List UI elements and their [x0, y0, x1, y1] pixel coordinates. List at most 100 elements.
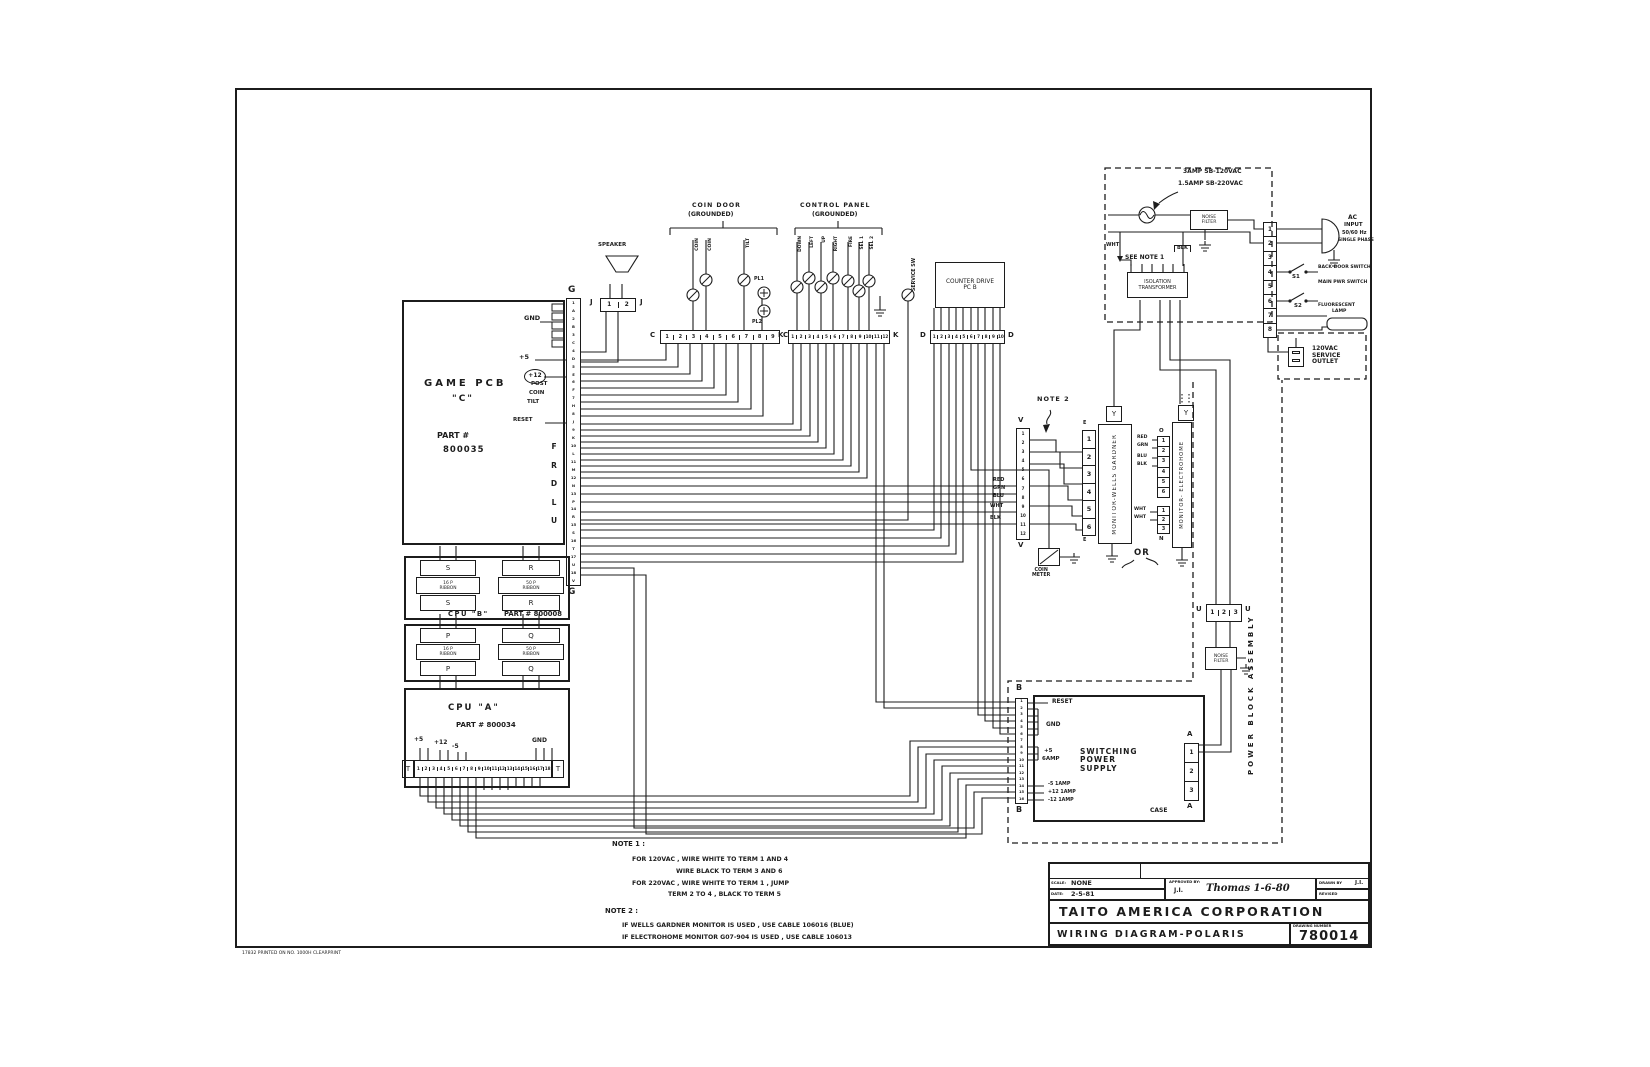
or-label: OR — [1134, 548, 1150, 558]
connector-a-label-top: A — [1187, 730, 1193, 738]
connector-g-pin: D — [571, 355, 576, 361]
coin-meter-line2: METER — [1032, 573, 1051, 579]
psu-p5-amp-label: 6AMP — [1042, 756, 1060, 762]
ribbon-p-bottom: P — [420, 661, 476, 676]
cpu-a-m5: -5 — [452, 743, 459, 750]
connector-g-pin: F — [572, 387, 575, 393]
connector-d-pin: 1 — [932, 333, 936, 339]
connector-g-pin: S — [572, 530, 575, 536]
terminal-pin: 3 — [1264, 250, 1276, 265]
connector-c-pin: 9 — [765, 334, 779, 340]
company-cell: TAITO AMERICA CORPORATION — [1048, 900, 1370, 923]
game-pcb-tilt-label: TILT — [527, 399, 540, 405]
connector-t-pin: 1 — [416, 765, 420, 771]
game-pcb-part-label: PART # — [437, 431, 470, 440]
connector-c-pin: 6 — [726, 334, 739, 340]
main-pwr-switch-label: MAIN PWR SWITCH — [1318, 280, 1368, 285]
note1-line: FOR 120VAC , WIRE WHITE TO TERM 1 AND 4 — [632, 856, 789, 863]
date-cell: DATE: 2-5-81 — [1048, 889, 1165, 900]
connector-v-pin: 10 — [1020, 512, 1026, 518]
ac-label-1: AC — [1348, 214, 1358, 221]
speaker-label: SPEAKER — [598, 242, 627, 248]
connector-u-label-left: U — [1196, 605, 1202, 613]
outlet-slot-1 — [1292, 351, 1300, 354]
signal-letter: R — [551, 460, 557, 470]
cpu-a-part: PART # 800034 — [456, 721, 516, 729]
button-label-right: RIGHT — [834, 236, 839, 252]
outlet-line3: OUTLET — [1312, 358, 1339, 366]
connector-n-pin: 1 — [1161, 507, 1166, 514]
connector-t-pin: 7 — [459, 766, 468, 772]
drawn-label: DRAWN BY — [1319, 880, 1342, 885]
connector-t-pin: 12 — [497, 765, 505, 772]
game-pcb-reset-label: RESET — [513, 417, 533, 423]
connector-v-pin: 8 — [1021, 494, 1025, 500]
button-label-down: DOWN — [798, 236, 803, 252]
ribbon-q-bottom: Q — [502, 661, 560, 676]
connector-b-pin: 15 — [1018, 790, 1024, 795]
connector-d-pin: 10 — [996, 333, 1004, 340]
game-pcb-part-number: 800035 — [443, 445, 485, 455]
date-value: 2-5-81 — [1071, 890, 1095, 898]
connector-g-pin: T — [572, 546, 575, 552]
connector-e-label-bottom: E — [1083, 537, 1087, 543]
connector-o-pin: 1 — [1161, 438, 1166, 445]
connector-b-pin: 2 — [1020, 705, 1023, 710]
ac-label-2: INPUT — [1344, 222, 1363, 228]
signal-letter: U — [550, 516, 558, 525]
terminal-pin: 8 — [1264, 322, 1276, 337]
connector-g-pin: 8 — [572, 411, 575, 417]
counter-drive-box: COUNTER DRIVE PC B — [935, 262, 1005, 308]
psu-title-line3: SUPPLY — [1080, 763, 1118, 773]
noise-filter2-box: NOISE FILTER — [1205, 647, 1237, 670]
connector-o-pin: 5 — [1158, 476, 1169, 487]
wire-label-blk: BLK — [990, 515, 1001, 521]
connector-k-pin: 4 — [813, 334, 821, 340]
monitor-electrohome-label: MONITOR- ELECTROHOME — [1179, 441, 1185, 529]
connector-b-pin: 10 — [1018, 757, 1024, 762]
connector-c-pin: 3 — [686, 334, 699, 340]
game-pcb-post-label: POST — [531, 381, 548, 387]
coin-switch-label-1: COIN — [695, 238, 700, 251]
connector-v-pin: 9 — [1021, 503, 1025, 509]
ribbon-s-top: S — [420, 560, 476, 576]
coin-door-subtitle: (GROUNDED) — [688, 211, 734, 218]
wire-label-wht: WHT — [990, 503, 1004, 509]
connector-g-label-top: G — [568, 285, 576, 295]
scale-label: SCALE: — [1051, 880, 1066, 885]
ribbon-q-cable: 50 P RIBBON — [498, 644, 564, 660]
game-pcb-p5-label: +5 — [519, 353, 529, 361]
s1-label: S1 — [1292, 274, 1300, 280]
connector-d-pin: 3 — [944, 334, 952, 340]
ribbon-q-top: Q — [502, 628, 560, 643]
ribbon-r-bottom: R — [502, 595, 560, 611]
ribbon-16p-line2: RIBBON — [439, 585, 457, 591]
ribbon-r-cable: 50 P RIBBON — [498, 577, 564, 594]
connector-n-pin: 3 — [1158, 524, 1169, 533]
button-label-left: LEFT — [810, 236, 815, 248]
connector-c-pin: 8 — [752, 334, 766, 340]
connector-g-pin: M — [571, 466, 576, 472]
connector-b-pin: 3 — [1020, 712, 1023, 717]
connector-g-pin: 16 — [570, 538, 577, 544]
drawn-cell: DRAWN BY J.I. — [1316, 878, 1370, 889]
signal-letter: F — [551, 442, 557, 452]
connector-b-pin: 13 — [1018, 777, 1024, 782]
cpu-b-part: PART # 800008 — [504, 610, 562, 618]
connector-g-pin: H — [571, 403, 576, 409]
connector-v-pin: 5 — [1021, 467, 1025, 473]
eh-plug-y: Y — [1178, 405, 1194, 421]
connector-k-pin: 11 — [872, 333, 880, 340]
note1-line: FOR 220VAC , WIRE WHITE TO TERM 1 , JUMP — [632, 879, 789, 887]
lamp-pl2-label: PL2 — [752, 320, 762, 325]
psu-title: SWITCHING POWER SUPPLY — [1080, 747, 1138, 773]
connector-u-pin: 3 — [1229, 610, 1241, 616]
connector-d-pin: 4 — [952, 334, 959, 340]
connector-b-pin: 16 — [1018, 796, 1024, 801]
